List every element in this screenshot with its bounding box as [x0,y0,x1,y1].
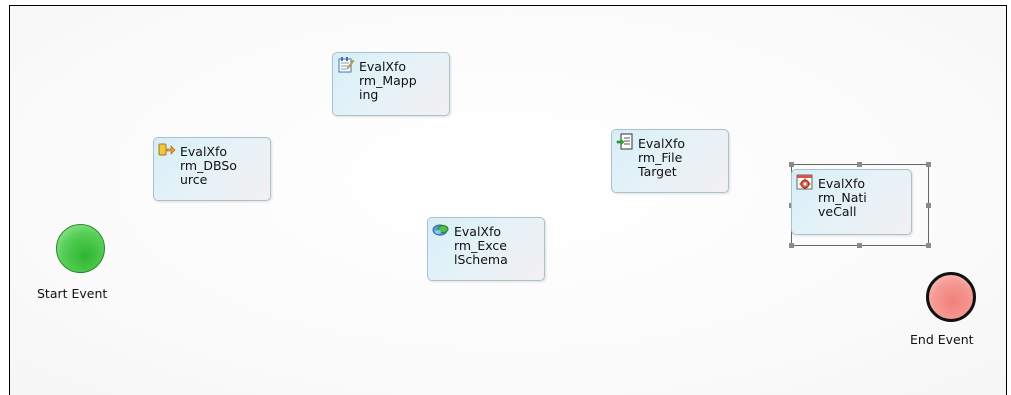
start-event-label: Start Event [37,286,108,301]
task-dbsource[interactable]: EvalXfo rm_DBSo urce [153,137,271,201]
excel-schema-icon [432,221,450,239]
end-event-label: End Event [910,332,974,347]
task-filetarget[interactable]: EvalXfo rm_File Target [611,129,729,193]
task-label: EvalXfo rm_DBSo urce [180,144,237,187]
resize-handle-tr[interactable] [926,162,931,167]
file-target-icon [616,133,634,151]
task-label: EvalXfo rm_Exce lSchema [454,224,508,267]
resize-handle-br[interactable] [926,243,931,248]
resize-handle-bm[interactable] [857,243,862,248]
task-nativecall[interactable]: EvalXfo rm_Nati veCall [791,169,912,235]
mapping-notepad-icon [337,56,355,74]
resize-handle-mr[interactable] [926,203,931,208]
resize-handle-bl[interactable] [789,243,794,248]
task-mapping[interactable]: EvalXfo rm_Mapp ing [332,52,450,116]
native-call-gear-icon [796,173,814,191]
db-source-icon [158,141,176,159]
task-label: EvalXfo rm_File Target [638,136,686,179]
end-event-circle[interactable] [926,272,976,322]
task-label: EvalXfo rm_Nati veCall [818,176,867,219]
task-excelschema[interactable]: EvalXfo rm_Exce lSchema [427,217,545,281]
task-label: EvalXfo rm_Mapp ing [359,59,417,102]
resize-handle-tl[interactable] [789,162,794,167]
process-canvas[interactable]: EvalXfo rm_Mapp ing EvalXfo rm_DBSo urce… [9,5,1007,395]
resize-handle-tm[interactable] [857,162,862,167]
start-event-circle[interactable] [56,224,105,273]
